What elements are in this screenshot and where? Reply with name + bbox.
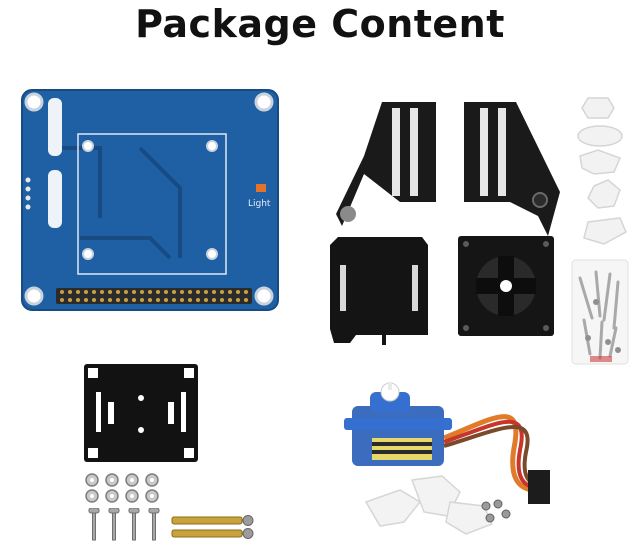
small-screws: [478, 498, 514, 526]
box-bracket: [326, 233, 436, 345]
screw-pack: [570, 258, 630, 368]
board-silk-label: Light: [248, 199, 271, 209]
nuts-set: [84, 472, 164, 516]
servo-horns: [574, 94, 640, 259]
pcb-board: Light: [20, 88, 280, 313]
servo-mount: [456, 234, 556, 338]
micro-servo: [344, 378, 574, 508]
brass-standoffs: [168, 514, 258, 542]
bracket-arms: [334, 96, 564, 236]
white-servo-arms: [360, 472, 500, 542]
bolts-set: [86, 508, 166, 542]
page-title: Package Content: [135, 2, 505, 46]
acrylic-plate: [82, 362, 200, 464]
